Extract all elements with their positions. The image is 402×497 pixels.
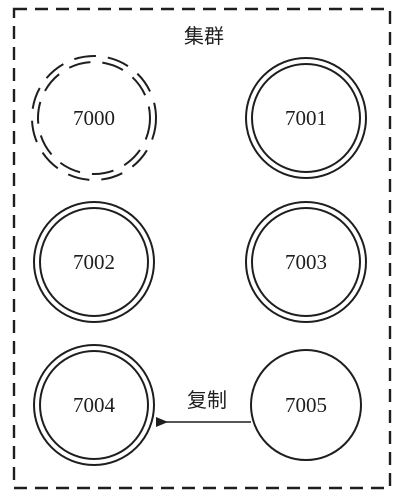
node-7000-inner-ring: [37, 61, 151, 175]
node-7005: 7005: [250, 349, 362, 461]
node-7000-label: 7000: [73, 106, 115, 130]
node-7005-label: 7005: [285, 393, 327, 417]
node-7003-outer-ring: [245, 201, 367, 323]
cluster-label: 集群: [184, 24, 224, 48]
node-7004-outer-ring: [33, 344, 155, 466]
node-7003: 7003: [245, 201, 367, 323]
replication-label: 复制: [187, 388, 227, 412]
node-7001-inner-ring: [251, 63, 361, 173]
node-7001-label: 7001: [285, 106, 327, 130]
node-7002-label: 7002: [73, 250, 115, 274]
node-7000: 7000: [31, 55, 157, 181]
node-7004-label: 7004: [73, 393, 116, 417]
node-7002-outer-ring: [33, 201, 155, 323]
node-7005-ring: [250, 349, 362, 461]
node-7003-label: 7003: [285, 250, 327, 274]
node-7004: 7004: [33, 344, 155, 466]
node-7002-inner-ring: [39, 207, 149, 317]
node-7001: 7001: [245, 57, 367, 179]
node-7001-outer-ring: [245, 57, 367, 179]
node-7002: 7002: [33, 201, 155, 323]
node-7003-inner-ring: [251, 207, 361, 317]
node-7004-inner-ring: [39, 350, 149, 460]
cluster-boundary: [12, 7, 392, 490]
node-7000-outer-ring: [31, 55, 157, 181]
